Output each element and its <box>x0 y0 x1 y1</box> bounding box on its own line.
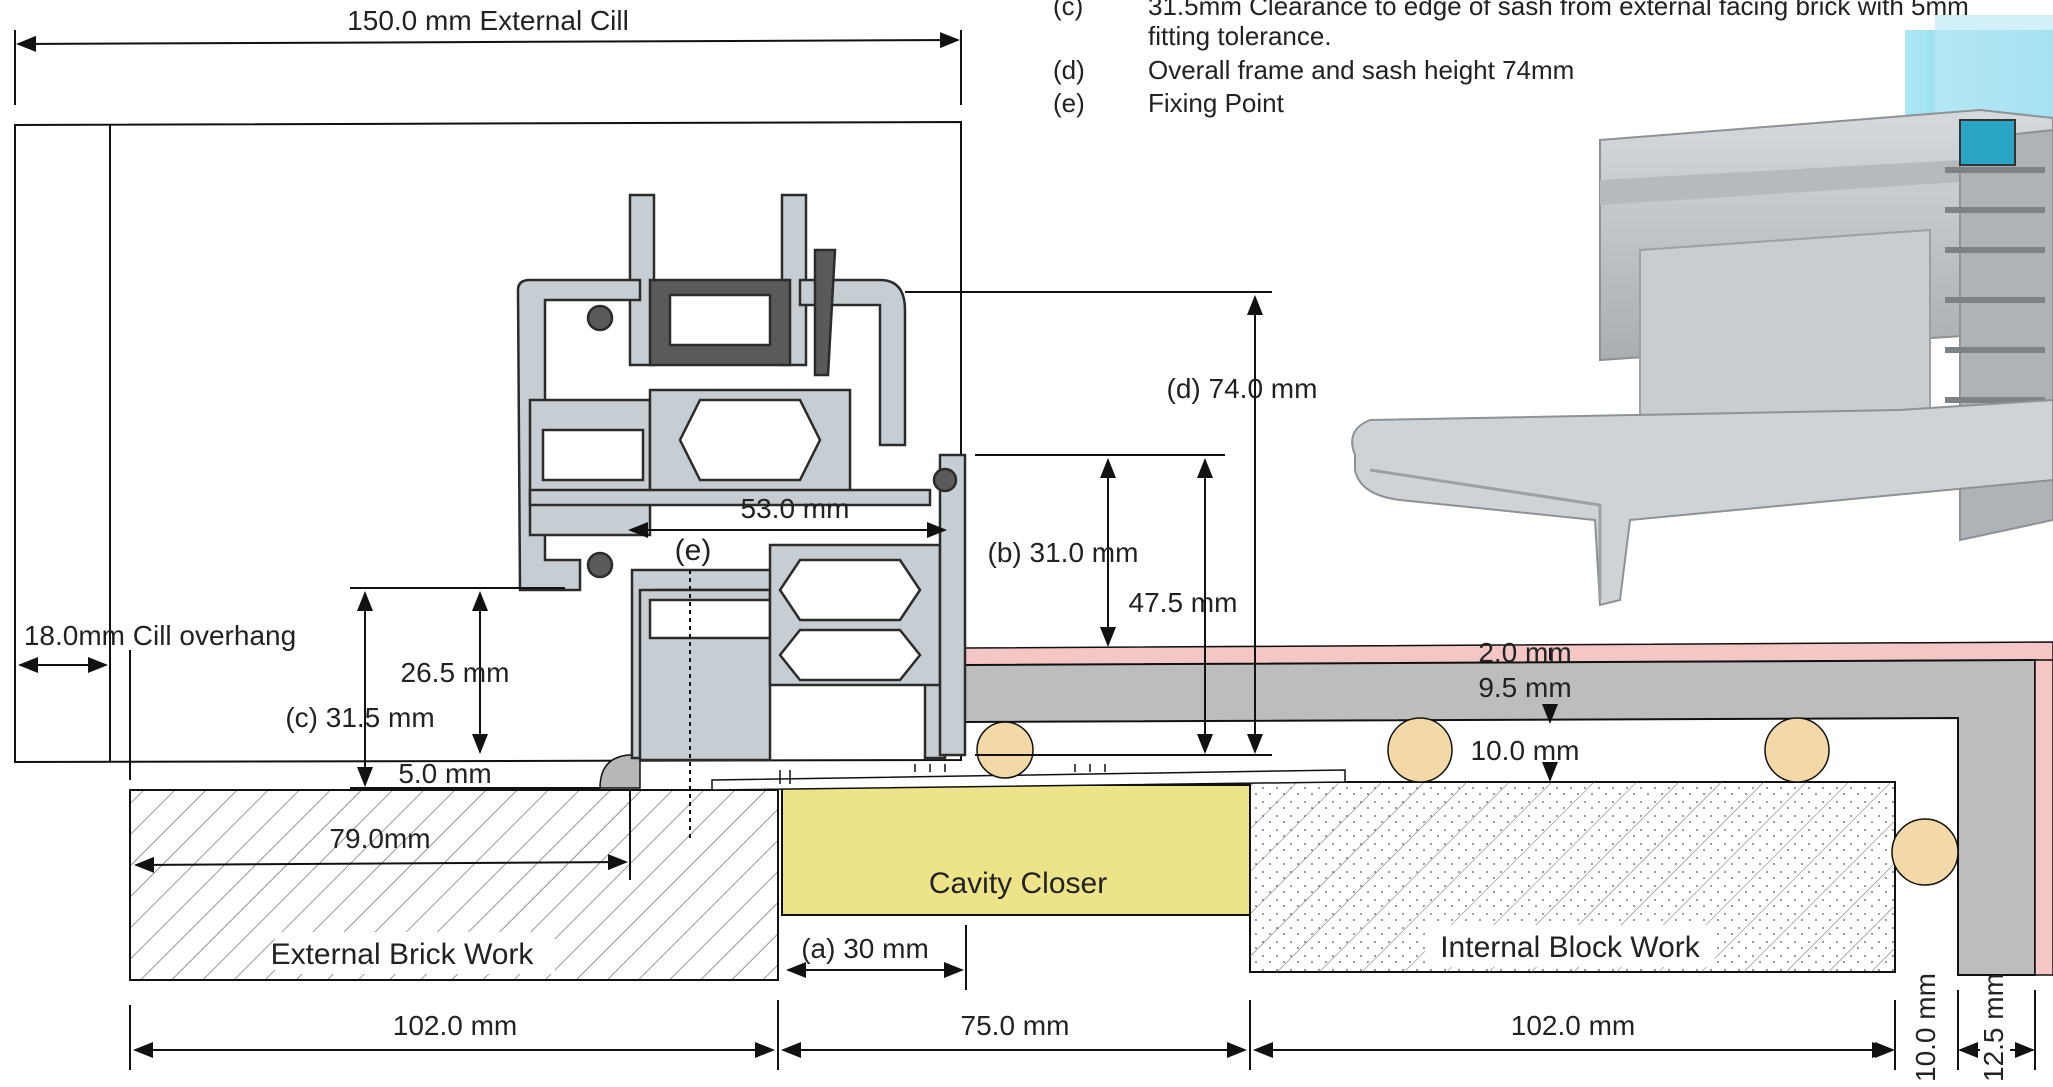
w10-label: 10.0 mm <box>1910 973 1941 1082</box>
cavity-width-label: 75.0 mm <box>961 1010 1070 1041</box>
window-profile <box>516 193 967 762</box>
window-section-render <box>1351 15 2053 607</box>
note-key: (e) <box>1053 88 1085 118</box>
notes-list: (c) 31.5mm Clearance to edge of sash fro… <box>1053 0 1969 118</box>
external-brick-label: External Brick Work <box>271 938 535 971</box>
external-cill-outline <box>14 120 962 764</box>
c-clearance-label: (c) 31.5 mm <box>285 702 434 733</box>
a30-label: (a) 30 mm <box>801 933 929 964</box>
dimension-labels: 18.0mm Cill overhang (d) 74.0 mm 53.0 mm… <box>24 373 2009 1082</box>
window-board <box>964 641 2053 976</box>
dimension-lines <box>18 291 2036 1070</box>
cill-overhang-label: 18.0mm Cill overhang <box>24 620 296 651</box>
w12-label: 12.5 mm <box>1978 973 2009 1082</box>
h5-label: 5.0 mm <box>398 758 491 789</box>
block-width-label: 102.0 mm <box>1511 1010 1636 1041</box>
h9-label: 9.5 mm <box>1478 672 1571 703</box>
title-dimension-label: 150.0 mm External Cill <box>347 5 629 36</box>
fixing-point-label: (e) <box>675 534 712 567</box>
note-key: (d) <box>1053 55 1085 85</box>
dpc-strip <box>711 769 1346 791</box>
cavity-closer <box>781 784 1251 916</box>
note-text: Fixing Point <box>1148 88 1285 118</box>
external-cill-dimension: 150.0 mm External Cill <box>14 5 962 105</box>
h47-label: 47.5 mm <box>1129 587 1238 618</box>
note-text: Overall frame and sash height 74mm <box>1148 55 1574 85</box>
note-text: 31.5mm Clearance to edge of sash from ex… <box>1148 0 1969 21</box>
internal-block-label: Internal Block Work <box>1440 931 1701 964</box>
material-labels: External Brick Work Cavity Closer Intern… <box>271 867 1715 974</box>
cavity-closer-label: Cavity Closer <box>929 867 1107 900</box>
d-height-label: (d) 74.0 mm <box>1167 373 1318 404</box>
h10-gap-label: 10.0 mm <box>1471 735 1580 766</box>
note-text-cont: fitting tolerance. <box>1148 21 1332 51</box>
brick-79-label: 79.0mm <box>329 823 430 854</box>
brick-width-label: 102.0 mm <box>393 1010 518 1041</box>
h2-label: 2.0 mm <box>1478 637 1571 668</box>
note-key: (c) <box>1053 0 1083 21</box>
b-height-label: (b) 31.0 mm <box>988 537 1139 568</box>
h26-label: 26.5 mm <box>401 657 510 688</box>
frame-width-label: 53.0 mm <box>741 493 850 524</box>
support-beads <box>976 717 1959 886</box>
